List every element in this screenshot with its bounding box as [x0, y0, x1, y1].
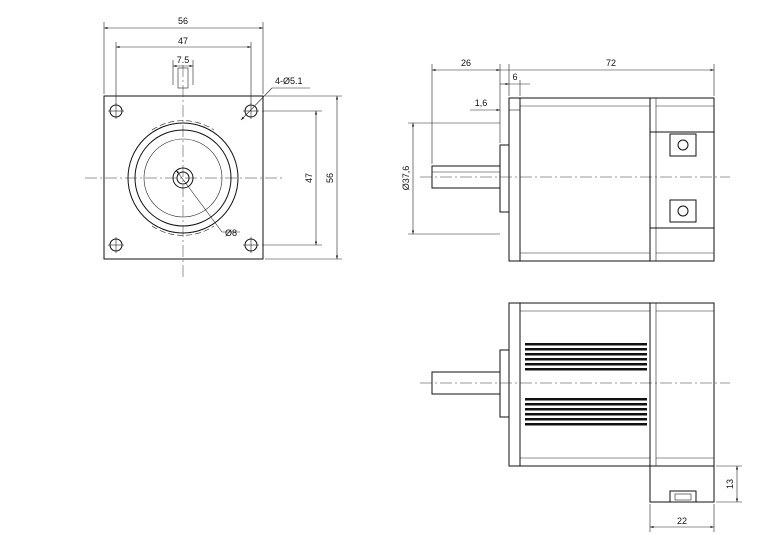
connector-bottom — [649, 465, 715, 503]
shaft-circle — [172, 167, 194, 189]
motor-body — [508, 97, 715, 262]
flange-outline — [103, 95, 264, 260]
dim-pilot-dia: Ø37,6 — [401, 166, 411, 191]
motor-body-bottom — [508, 302, 715, 467]
dim-hole-spacing-h: 47 — [178, 36, 188, 46]
bottom-view: 13 22 — [420, 302, 742, 532]
bearing-circle — [143, 138, 223, 218]
dim-hole-spacing-v: 47 — [304, 173, 314, 183]
pilot-boss — [499, 144, 510, 213]
shaft-inner-circle — [176, 171, 190, 185]
dim-shaft-offset: 7.5 — [177, 55, 190, 65]
connector-housing — [649, 131, 715, 229]
dim-pilot-length: 6 — [512, 72, 517, 82]
mounting-holes — [108, 103, 259, 253]
pilot-outer-circle — [127, 122, 239, 234]
dim-connector-height: 13 — [725, 479, 735, 489]
dim-height-outer: 56 — [325, 173, 335, 183]
dim-connector-width: 22 — [677, 516, 687, 526]
dim-flange-thickness: 1,6 — [475, 98, 488, 108]
dim-width-outer: 56 — [178, 16, 188, 26]
dim-shaft-dia: Ø8 — [225, 228, 237, 238]
front-view: 56 47 7.5 4-Ø5.1 47 56 Ø8 — [85, 16, 342, 280]
pilot-inner-circle — [134, 129, 232, 227]
side-view: 26 72 6 1,6 Ø37,6 — [401, 58, 730, 262]
cooling-fins — [525, 343, 647, 426]
dim-holes: 4-Ø5.1 — [275, 76, 303, 86]
dim-shaft-length: 26 — [461, 58, 471, 68]
dim-body-length: 72 — [606, 58, 616, 68]
